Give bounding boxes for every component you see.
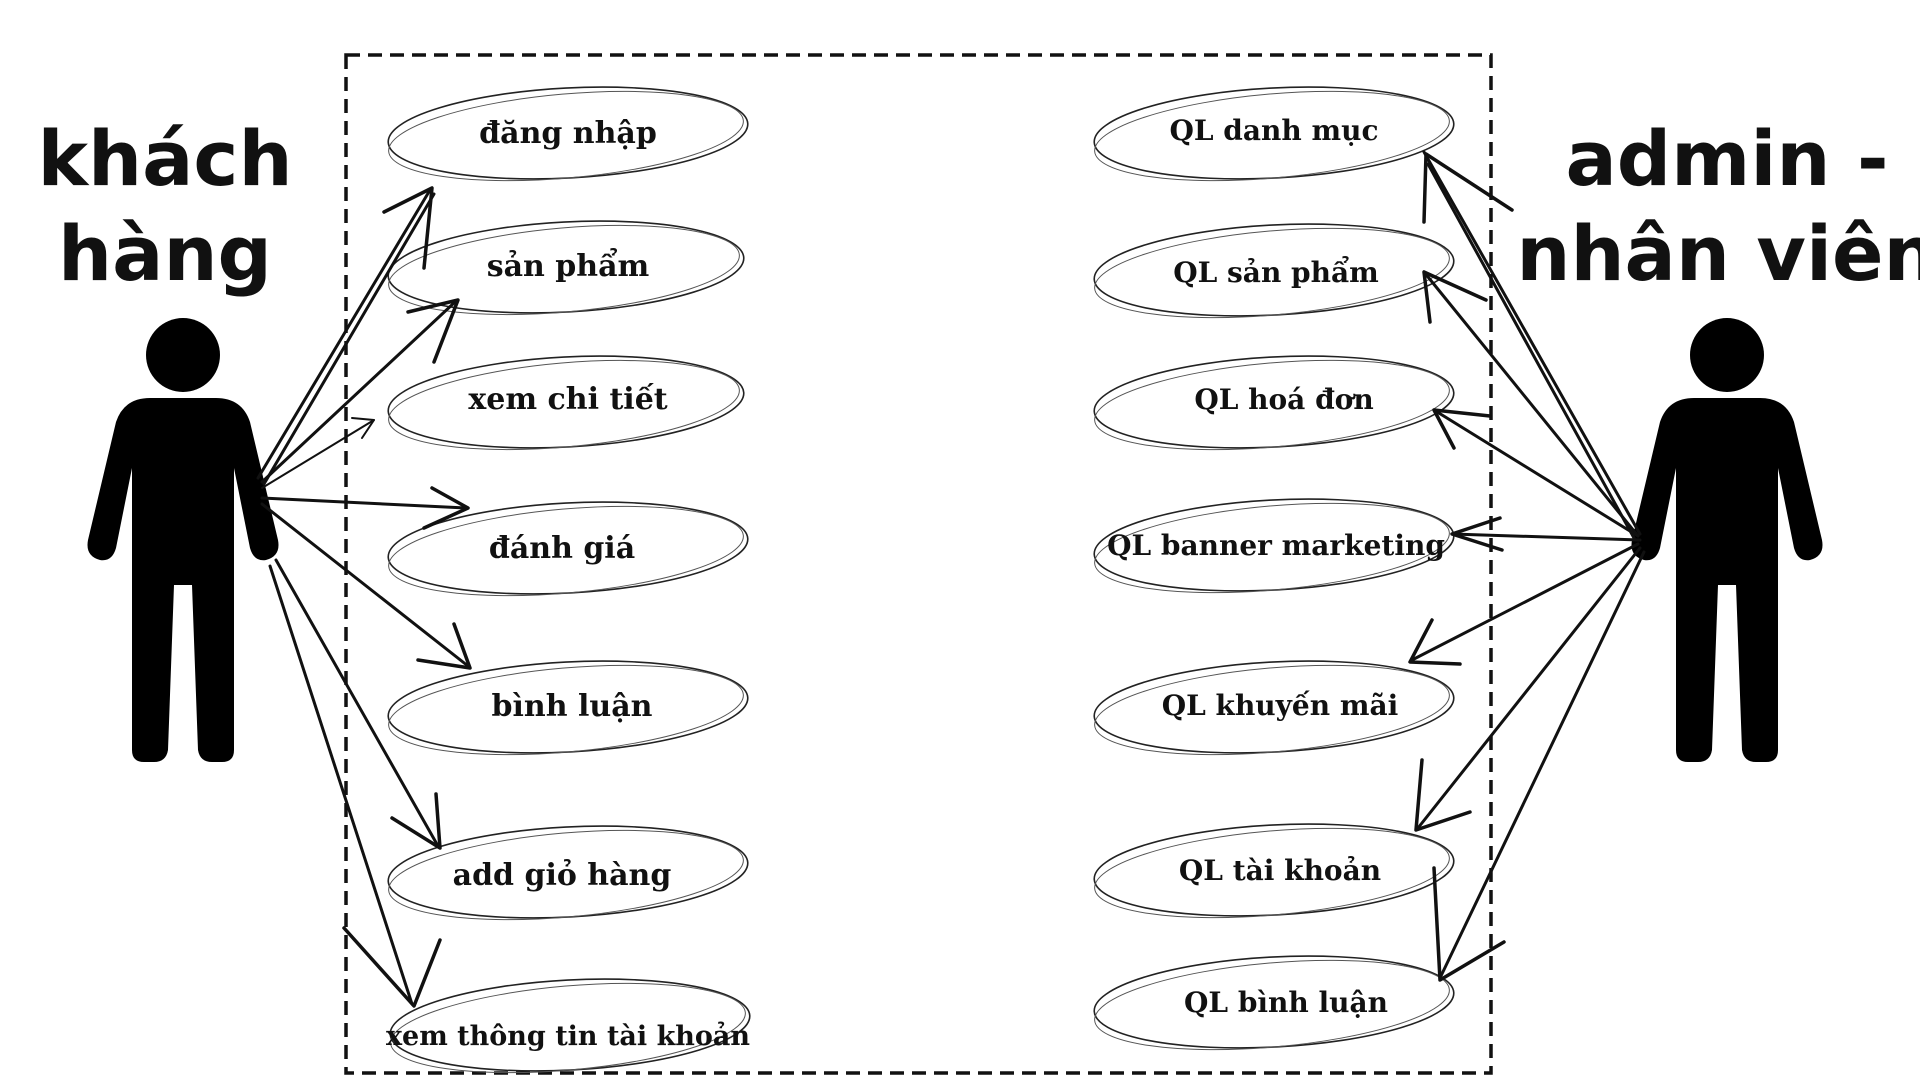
use-case-label: QL bình luận	[1184, 986, 1388, 1019]
use-case-label: xem thông tin tài khoản	[386, 1020, 750, 1052]
use-case-manage-comments: QL bình luận	[1093, 955, 1455, 1051]
use-case-manage-invoices: QL hoá đơn	[1093, 355, 1455, 451]
admin-label-line2: nhân viên	[1516, 209, 1920, 298]
association-arrow	[1408, 542, 1640, 666]
use-case-account-info: xem thông tin tài khoản	[386, 978, 751, 1074]
system-boundary	[344, 53, 1493, 1075]
association-arrow	[1414, 546, 1642, 832]
customer-label-line1: khách	[37, 114, 292, 203]
association-arrow	[256, 186, 436, 486]
use-case-comment: bình luận	[387, 660, 749, 756]
association-arrow	[260, 486, 470, 530]
use-case-products: sản phẩm	[387, 220, 745, 316]
use-case-label: QL hoá đơn	[1194, 383, 1373, 416]
use-case-label: bình luận	[492, 689, 653, 724]
use-case-label: add giỏ hàng	[453, 858, 672, 893]
admin-actor: admin - nhân viên	[1516, 114, 1920, 762]
use-case-manage-promotions: QL khuyến mãi	[1093, 660, 1455, 756]
association-arrow	[268, 564, 442, 1008]
customer-actor: khách hàng	[37, 114, 293, 762]
customer-use-cases: đăng nhập sản phẩm xem chi tiết đánh giá…	[386, 86, 751, 1074]
customer-stick-figure-icon	[87, 318, 279, 762]
use-case-label: sản phẩm	[487, 247, 650, 284]
customer-associations	[256, 186, 472, 1008]
use-case-review: đánh giá	[387, 501, 749, 597]
use-case-label: QL danh mục	[1169, 114, 1378, 147]
admin-label-line1: admin -	[1565, 114, 1888, 203]
association-arrow	[260, 298, 460, 484]
admin-associations	[1408, 150, 1646, 982]
use-case-label: QL khuyến mãi	[1162, 689, 1399, 722]
use-case-label: đánh giá	[489, 531, 635, 566]
association-arrow	[1432, 550, 1646, 982]
association-arrow	[1432, 408, 1640, 538]
use-case-label: QL sản phẩm	[1173, 255, 1379, 289]
use-case-manage-categories: QL danh mục	[1093, 86, 1455, 182]
association-arrow	[1422, 150, 1642, 540]
use-case-label: QL banner marketing	[1107, 529, 1445, 562]
use-case-view-detail: xem chi tiết	[387, 355, 745, 451]
association-arrow	[1450, 516, 1642, 552]
association-arrow	[274, 558, 442, 850]
use-case-label: đăng nhập	[479, 116, 657, 151]
admin-stick-figure-icon	[1631, 318, 1823, 762]
use-case-add-to-cart: add giỏ hàng	[387, 825, 749, 921]
use-case-manage-banner-marketing: QL banner marketing	[1093, 498, 1455, 594]
admin-use-cases: QL danh mục QL sản phẩm QL hoá đơn QL ba…	[1093, 86, 1455, 1051]
use-case-label: QL tài khoản	[1179, 854, 1381, 887]
association-arrow	[260, 502, 472, 670]
use-case-manage-products: QL sản phẩm	[1093, 223, 1455, 319]
association-arrow	[1422, 270, 1640, 538]
association-arrow	[261, 417, 375, 489]
customer-label-line2: hàng	[58, 209, 272, 298]
use-case-login: đăng nhập	[387, 86, 749, 182]
use-case-label: xem chi tiết	[468, 382, 667, 417]
use-case-manage-accounts: QL tài khoản	[1093, 823, 1455, 919]
